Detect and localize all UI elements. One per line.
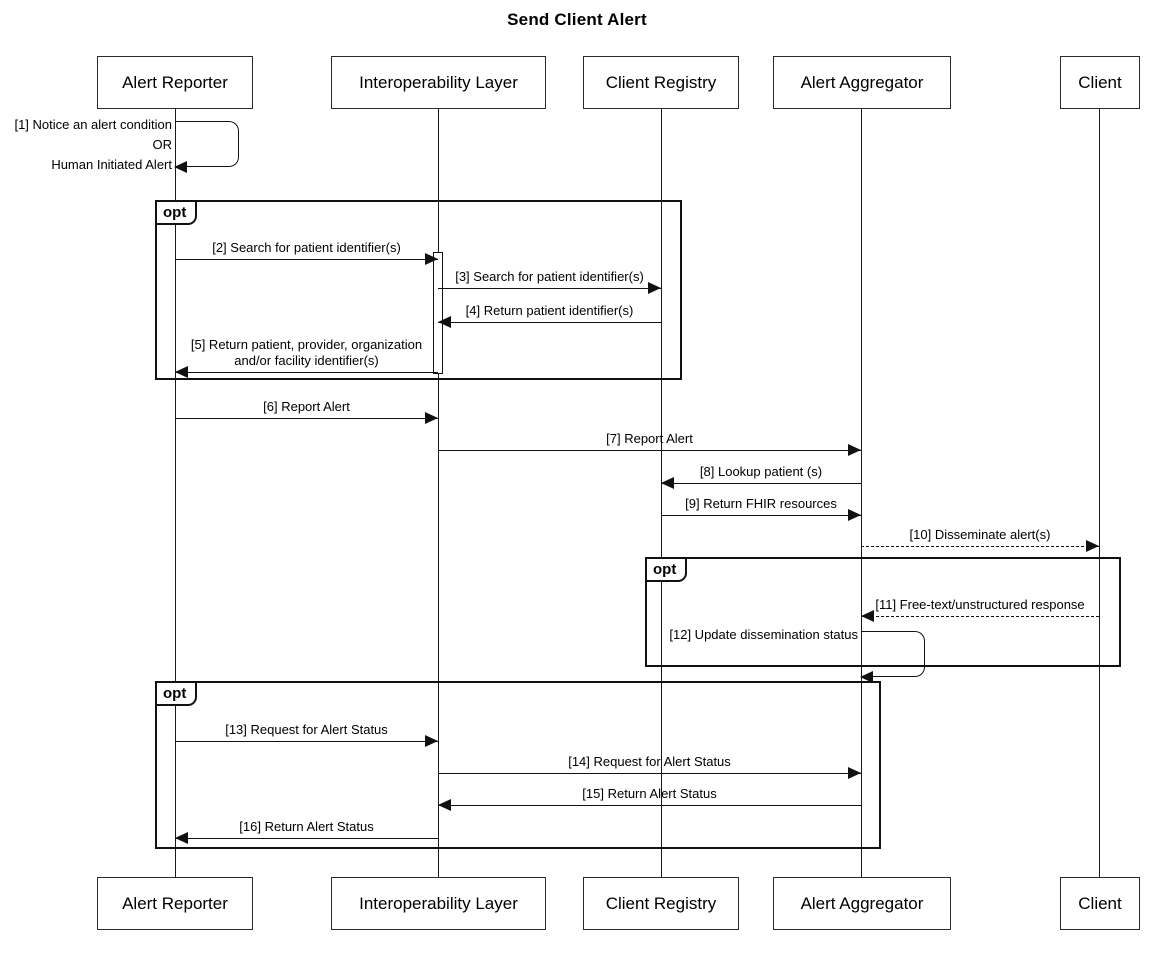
message-label-10: [10] Disseminate alert(s) [909,527,1051,542]
lifeline-interoperability-layer [437,109,439,877]
participant-label: Alert Reporter [122,72,228,92]
message-line-16 [175,838,438,839]
arrowhead-4 [438,316,451,328]
lifeline-alert-reporter [174,109,176,877]
participant-bottom-client-registry[interactable]: Client Registry [583,877,739,930]
participant-label: Alert Aggregator [800,893,924,913]
arrowhead-10 [1086,540,1099,552]
participant-label: Client [1078,72,1122,92]
page-title: Send Client Alert [507,10,647,29]
message-label-9: [9] Return FHIR resources [685,496,837,511]
arrowhead-2 [425,253,438,265]
fragment-operator-label: opt [157,683,198,706]
participant-label: Interoperability Layer [359,893,518,913]
arrowhead-14 [848,767,861,779]
message-line-11 [861,616,1099,617]
activation-bar-interoperability-layer [433,252,443,374]
message-label-15: [15] Return Alert Status [582,786,717,801]
fragment-operator-label: opt [157,202,198,225]
arrowhead-5 [175,366,188,378]
lifeline-client-registry [660,109,662,877]
participant-label: Client Registry [605,72,717,92]
message-line-15 [438,805,861,806]
self-message-loop-12 [861,631,925,677]
self-message-arrowhead-12 [860,671,873,683]
message-label-3: [3] Search for patient identifier(s) [455,269,644,284]
message-label-11: [11] Free-text/unstructured response [875,597,1085,612]
message-label-14: [14] Request for Alert Status [568,754,731,769]
arrowhead-8 [661,477,674,489]
message-line-9 [661,515,861,516]
message-line-7 [438,450,861,451]
participant-top-client-registry[interactable]: Client Registry [583,56,739,109]
self-message-arrowhead-1 [174,161,187,173]
message-line-10 [861,546,1099,547]
fragment-opt [155,681,881,849]
message-label-7: [7] Report Alert [606,431,693,446]
arrowhead-7 [848,444,861,456]
message-label-13: [13] Request for Alert Status [225,722,388,737]
fragment-opt [645,557,1121,667]
participant-bottom-interoperability-layer[interactable]: Interoperability Layer [331,877,546,930]
participant-bottom-alert-aggregator[interactable]: Alert Aggregator [773,877,951,930]
arrowhead-9 [848,509,861,521]
participant-bottom-client[interactable]: Client [1060,877,1140,930]
self-message-label-12: [12] Update dissemination status [669,627,858,642]
arrowhead-11 [861,610,874,622]
message-line-14 [438,773,861,774]
message-line-4 [438,322,661,323]
message-label-4: [4] Return patient identifier(s) [465,303,634,318]
participant-label: Client [1078,893,1122,913]
arrowhead-15 [438,799,451,811]
lifeline-alert-aggregator [860,109,862,877]
participant-top-alert-reporter[interactable]: Alert Reporter [97,56,253,109]
participant-top-client[interactable]: Client [1060,56,1140,109]
arrowhead-3 [648,282,661,294]
participant-label: Alert Reporter [122,893,228,913]
participant-top-interoperability-layer[interactable]: Interoperability Layer [331,56,546,109]
participant-bottom-alert-reporter[interactable]: Alert Reporter [97,877,253,930]
message-line-6 [175,418,438,419]
message-line-3 [438,288,661,289]
self-message-loop-1 [175,121,239,167]
message-label-5: [5] Return patient, provider, organizati… [190,337,423,368]
message-label-2: [2] Search for patient identifier(s) [212,240,401,255]
message-line-2 [175,259,438,260]
arrowhead-16 [175,832,188,844]
message-label-16: [16] Return Alert Status [239,819,374,834]
arrowhead-6 [425,412,438,424]
participant-label: Client Registry [605,893,717,913]
participant-label: Alert Aggregator [800,72,924,92]
fragment-opt [155,200,682,380]
self-message-label-1: [1] Notice an alert condition OR Human I… [14,117,172,172]
message-label-8: [8] Lookup patient (s) [699,464,823,479]
participant-label: Interoperability Layer [359,72,518,92]
participant-top-alert-aggregator[interactable]: Alert Aggregator [773,56,951,109]
message-label-6: [6] Report Alert [263,399,350,414]
message-line-13 [175,741,438,742]
fragment-operator-label: opt [647,559,688,582]
message-line-5 [175,372,438,373]
lifeline-client [1098,109,1100,877]
arrowhead-13 [425,735,438,747]
message-line-8 [661,483,861,484]
